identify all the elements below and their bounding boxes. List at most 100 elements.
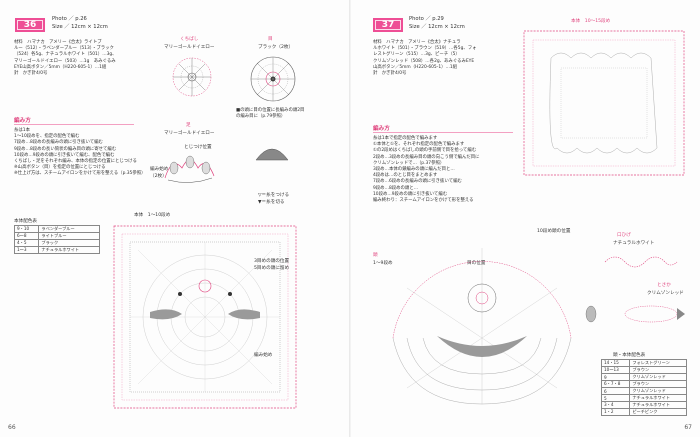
materials-line: レストグリーン（515）…3g、ピーチ（5） [373, 52, 460, 58]
mustache-color: ナチュラルホワイト [613, 241, 655, 246]
photo-ref: Photo ／ p.26 [52, 16, 87, 22]
method-line: 1～10段めを、指定の配色で編む [14, 134, 80, 140]
row-range: 6 [600, 387, 631, 395]
row-range: 3・4 [600, 401, 631, 409]
method-line: 糸は1本で指定の配色で編みます [373, 136, 438, 141]
row-color: ライトブルー [38, 232, 100, 240]
method-line: くちばし・足をそれぞれ編み、本体の指定の位置にとじつける [14, 159, 137, 165]
method-line: 3段め…本体の鎖編みの頭に編んだ目と… [373, 167, 455, 173]
left-page-number: 66 [8, 424, 16, 431]
row-range: 6・7・8 [600, 380, 631, 388]
row-range: 4・5 [13, 239, 40, 247]
method-line: 2段め…3段めの長編み目の頭の向こう側で編んだ目に [373, 154, 480, 160]
method-line: ※山高ボタン（目）を指定の位置にとじつける [14, 165, 106, 171]
eye-note: ■の頭に目の位置に長編みの頭2目の編み目に（p.79参照） [236, 108, 305, 120]
materials-line: クリムゾンレッド（508）…各2g、あみぐるみEYE [373, 58, 475, 64]
body-start-note: 編み始め [254, 353, 273, 358]
left-color-table-title: 本体配色表 [14, 219, 37, 224]
foot-note: とじつけ位置 [184, 145, 212, 150]
method-line: ①本体と①を、それぞれ指定の配色で編みます [373, 142, 465, 148]
body-diagram [113, 225, 297, 409]
mustache-title: 口ひげ [617, 233, 631, 238]
row-color: ラベンダーブルー [38, 225, 100, 233]
row-color: ナチュラルホワイト [629, 401, 687, 409]
row-range: 9 [600, 373, 631, 381]
row-range: 6～8 [13, 232, 40, 240]
materials-line: ルホワイト（501）・ブラウン（519）…各5g、フォ [373, 46, 477, 52]
crest-title: とさか [657, 283, 671, 288]
materials-line: マリーゴールドイエロー（503）…1g あみぐるみ [14, 58, 116, 64]
beak-title: くちばし [180, 37, 199, 42]
pattern-number-badge: 37 [373, 18, 403, 32]
size-ref: Size ／ 12cm × 12cm [409, 24, 465, 30]
pattern-number-badge: 36 [15, 18, 45, 32]
row-color: ナチュラルホワイト [38, 246, 100, 254]
row-range: 1～3 [13, 246, 40, 254]
row-range: 1・2 [600, 408, 631, 416]
mustache-diagram [604, 256, 678, 268]
materials-line: 山高ボタン／5mm（H220-605-1）…1組 [373, 64, 458, 70]
head-rows: 1～9段め [373, 261, 393, 266]
foot-count-caption: （2枚） [150, 174, 167, 179]
materials-line: 材料 ハマナカ アメリー《合太》ライトブ [14, 40, 102, 45]
row-range: 9・10 [13, 225, 40, 233]
materials-block: 材料 ハマナカ アメリー《合太》ライトブ ルー（512）・ラベンダーブルー（51… [14, 40, 144, 77]
right-page: 37 Photo ／ p.29 Size ／ 12cm × 12cm 材料 ハマ… [351, 0, 700, 437]
method-line: 9段め…8段めの長い筒状の編み目の頭に寄せて編む [14, 146, 117, 152]
top-diagram-title: 本体 10～15段め [571, 19, 611, 24]
method-title: 編み方 [373, 126, 390, 132]
crest-color: クリムゾンレッド [647, 291, 684, 296]
row-color: クリムゾンレッド [629, 387, 687, 395]
row-range: 14・15 [600, 359, 631, 367]
beak-shape-sample [255, 148, 289, 161]
size-ref: Size ／ 12cm × 12cm [52, 24, 108, 30]
method-line: 9段め…8段めの頭と… [373, 185, 419, 191]
method-block: 糸は1本で指定の配色で編みます ①本体と①を、それぞれ指定の配色で編みます ①の… [373, 136, 523, 204]
materials-line: ルー（512）・ラベンダーブルー（513）・ブラック [14, 46, 114, 52]
method-line: 7段め…8段めの長編みの頭に引き抜いて編む [14, 140, 103, 146]
head-diagram [392, 248, 572, 405]
method-line: クリムゾンレッドで…（p.37参照） [373, 160, 445, 166]
row-color: ナチュラルホワイト [629, 394, 687, 402]
needle-line: 針 かぎ針4/0号 [373, 71, 407, 77]
eye-diagram [250, 56, 296, 102]
row-range: 10～13 [600, 366, 631, 374]
eye-title: 目 [268, 37, 273, 42]
method-line: 7段め…6段めの長編みの頭に引き抜いて編む [373, 179, 462, 185]
body-note-2: 5目めの頭に留め [254, 266, 290, 271]
foot-start-caption: 編み始め [150, 167, 169, 172]
eye-position-note: 目の位置 [467, 261, 486, 266]
materials-line: （524）各5g、ナチュラルホワイト（501）…3g、 [14, 52, 117, 58]
eye-color: ブラック（2枚） [258, 45, 294, 50]
beak-diagram [172, 57, 212, 97]
foot-title: 足 [186, 123, 191, 128]
left-page: 36 Photo ／ p.26 Size ／ 12cm × 12cm 材料 ハマ… [0, 0, 349, 437]
row-color: ブラウン [629, 366, 687, 374]
row-color: フォレストグリーン [629, 359, 687, 367]
row-range: 5 [600, 394, 631, 402]
photo-ref: Photo ／ p.29 [409, 16, 444, 22]
method-line: ①の2段めはくちばしの頭の手前側で目を拾って編む [373, 148, 477, 154]
method-line: ※仕上げ方は、スチームアイロンをかけて形を整える（p.35参照） [14, 171, 146, 177]
body-square-diagram [523, 30, 685, 176]
row-color: ブラウン [629, 380, 687, 388]
materials-block: 材料 ハマナカ アメリー《合太》ナチュラ ルホワイト（501）・ブラウン（519… [373, 40, 503, 77]
materials-line: 材料 ハマナカ アメリー《合太》ナチュラ [373, 40, 461, 45]
foot-color: マリーゴールドイエロー [164, 131, 215, 136]
method-line: 4段めは…のとじ目をまとめます [373, 173, 438, 179]
method-line: 10段め…9段めの頭に引き抜いて編む [373, 191, 448, 197]
needle-line: 針 かぎ針4/0号 [14, 71, 48, 77]
method-title: 編み方 [14, 118, 31, 124]
method-block: 糸は1本 1～10段めを、指定の配色で編む 7段め…8段めの長編みの頭に引き抜い… [14, 128, 164, 178]
